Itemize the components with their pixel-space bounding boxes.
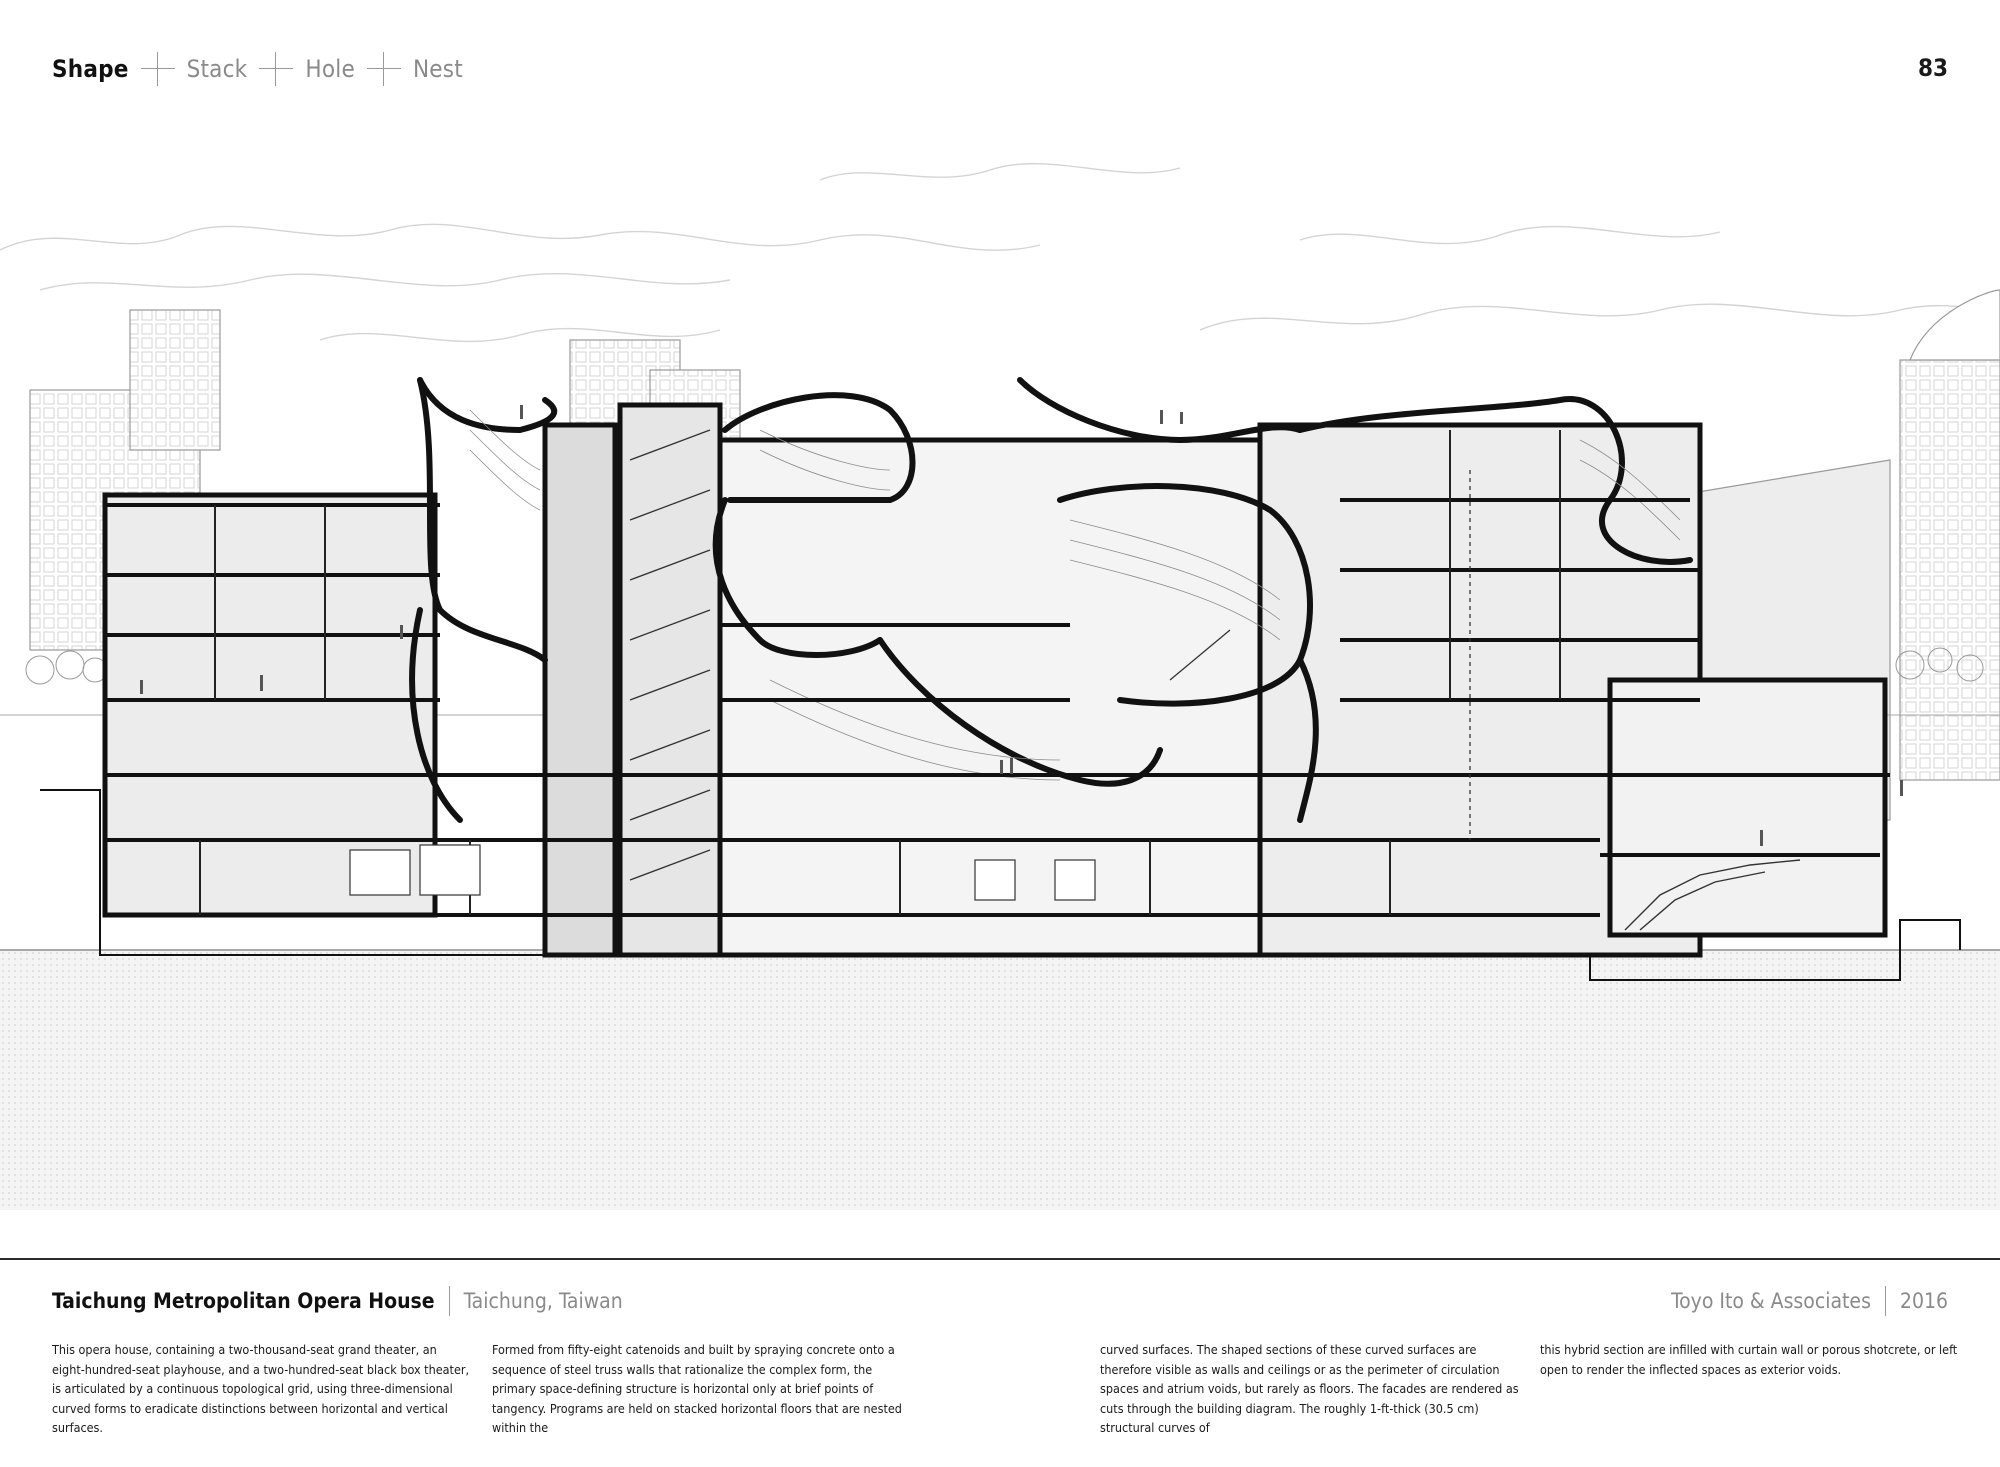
crosshair-separator-icon xyxy=(140,52,175,86)
architect-name: Toyo Ito & Associates xyxy=(1671,1289,1871,1313)
nav-item-nest[interactable]: Nest xyxy=(412,55,463,83)
architect-caption: Toyo Ito & Associates 2016 xyxy=(1671,1286,1948,1316)
body-text-column-4: this hybrid section are infilled with cu… xyxy=(1540,1342,1958,1377)
floor-slabs xyxy=(105,498,1890,917)
caption-divider xyxy=(0,1258,2000,1260)
body-text-column-1: This opera house, containing a two-thous… xyxy=(52,1342,470,1435)
crosshair-separator-icon xyxy=(366,52,401,86)
project-title: Taichung Metropolitan Opera House xyxy=(52,1289,435,1313)
theater-seating xyxy=(1624,859,1801,931)
stair-flights xyxy=(629,429,1471,881)
caption-separator xyxy=(448,1286,450,1316)
body-text-column-2: Formed from fifty-eight catenoids and bu… xyxy=(492,1342,902,1435)
section-nav: Shape Stack Hole Nest xyxy=(52,52,463,86)
person-figures xyxy=(140,405,1903,846)
body-text-column-3: curved surfaces. The shaped sections of … xyxy=(1100,1342,1519,1435)
caption-separator xyxy=(1884,1286,1886,1316)
cloud-outlines xyxy=(0,163,2000,343)
project-year: 2016 xyxy=(1899,1289,1948,1313)
crosshair-separator-icon xyxy=(259,52,294,86)
nav-item-hole[interactable]: Hole xyxy=(305,55,355,83)
caption-row: Taichung Metropolitan Opera House Taichu… xyxy=(52,1286,1948,1320)
building-section-drawing xyxy=(0,163,2000,1210)
foundation-outline xyxy=(40,789,1961,981)
partitions xyxy=(199,430,1561,915)
page-number: 83 xyxy=(1917,54,1948,82)
project-caption: Taichung Metropolitan Opera House Taichu… xyxy=(52,1286,623,1316)
project-location: Taichung, Taiwan xyxy=(463,1289,623,1313)
nav-item-stack[interactable]: Stack xyxy=(186,55,248,83)
truck-icons xyxy=(349,844,1096,901)
shell-contour-lines xyxy=(469,409,1681,781)
ground-hatch xyxy=(0,950,2000,1210)
tree-icons xyxy=(25,647,1984,685)
nav-item-shape[interactable]: Shape xyxy=(52,55,129,83)
